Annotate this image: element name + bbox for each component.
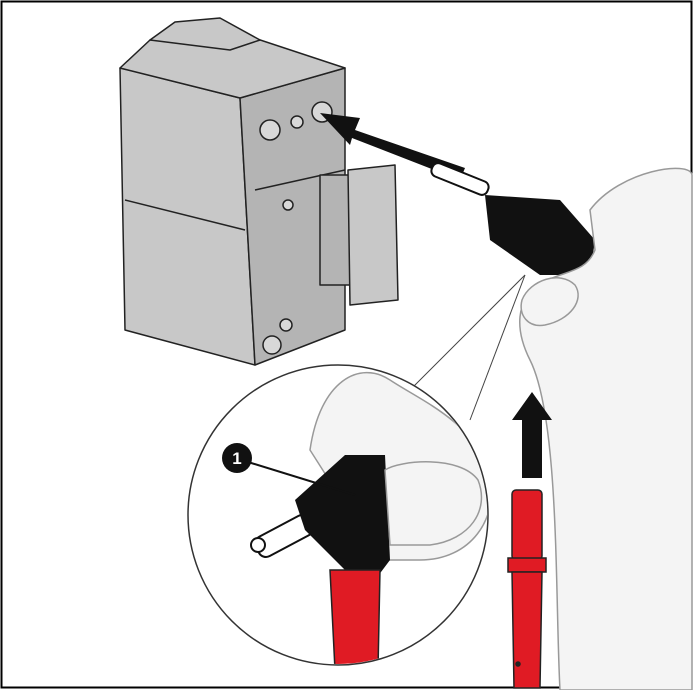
red-probe — [507, 489, 547, 689]
detail-inset — [187, 364, 489, 666]
test-plug — [430, 162, 595, 275]
up-arrow-icon — [512, 392, 552, 478]
circuit-breaker — [119, 17, 399, 366]
callout-marker — [222, 443, 252, 473]
zoom-line — [399, 274, 526, 401]
gloved-hand — [519, 167, 693, 690]
insert-arrow-icon — [320, 113, 465, 180]
callout-number: 1 — [232, 449, 241, 468]
callout-leader — [247, 461, 356, 496]
zoom-line — [469, 274, 526, 421]
